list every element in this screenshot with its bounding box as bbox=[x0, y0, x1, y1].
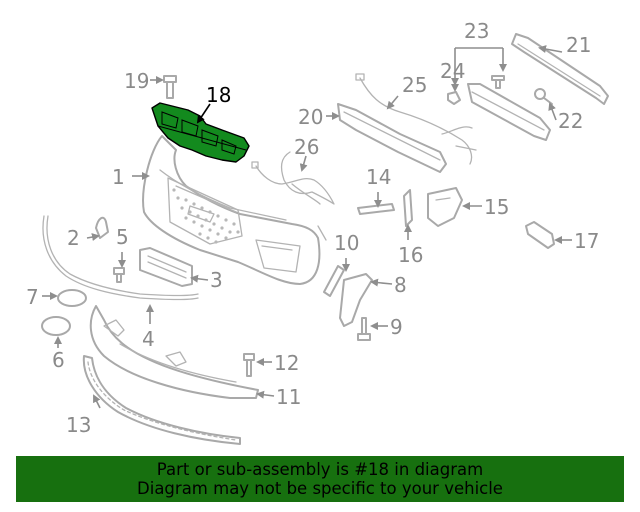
lower-valance-part bbox=[89, 305, 259, 399]
callout-6: 6 bbox=[52, 348, 65, 372]
callout-7: 7 bbox=[26, 285, 39, 309]
lower-strip-part bbox=[82, 355, 241, 445]
grille-frame-part bbox=[467, 83, 551, 141]
callout-18: 18 bbox=[206, 83, 231, 107]
bolt-9-part bbox=[357, 317, 371, 341]
callout-19: 19 bbox=[124, 69, 149, 93]
callout-9: 9 bbox=[390, 315, 403, 339]
callout-16: 16 bbox=[398, 243, 423, 267]
highlighted-bracket-part bbox=[151, 102, 250, 163]
callout-12: 12 bbox=[274, 351, 299, 375]
wire-harness-part bbox=[355, 73, 477, 165]
callout-8: 8 bbox=[394, 273, 407, 297]
emblem-7-part bbox=[57, 289, 87, 307]
chrome-strip-part bbox=[42, 215, 199, 301]
callout-25: 25 bbox=[402, 73, 427, 97]
callout-3: 3 bbox=[210, 268, 223, 292]
clip-24-part bbox=[447, 91, 461, 105]
callout-4: 4 bbox=[142, 327, 155, 351]
bracket-16-part bbox=[403, 189, 413, 227]
bracket-14-part bbox=[357, 203, 395, 215]
banner-line-1: Part or sub-assembly is #18 in diagram bbox=[156, 460, 484, 479]
callout-21: 21 bbox=[566, 33, 591, 57]
support-15-part bbox=[427, 187, 463, 227]
clip-5-part bbox=[113, 267, 125, 283]
liner-8-part bbox=[339, 273, 373, 327]
callout-26: 26 bbox=[294, 135, 319, 159]
callout-1: 1 bbox=[112, 165, 125, 189]
bolt-12-part bbox=[243, 353, 255, 377]
callout-13: 13 bbox=[66, 413, 91, 437]
license-bracket-part bbox=[139, 247, 193, 287]
callout-23: 23 bbox=[464, 19, 489, 43]
callout-20: 20 bbox=[298, 105, 323, 129]
reinforcement-beam-part bbox=[511, 33, 609, 105]
callout-11: 11 bbox=[276, 385, 301, 409]
callout-2: 2 bbox=[67, 226, 80, 250]
bolt-22-part bbox=[534, 88, 553, 105]
banner-line-2: Diagram may not be specific to your vehi… bbox=[137, 479, 503, 498]
callout-22: 22 bbox=[558, 109, 583, 133]
ornament-2-part bbox=[95, 216, 109, 239]
callout-10: 10 bbox=[334, 231, 359, 255]
bolt-19-part bbox=[163, 75, 177, 99]
callout-14: 14 bbox=[366, 165, 391, 189]
leader-lines bbox=[42, 45, 572, 409]
callout-labels: 1 2 3 4 5 6 7 8 9 10 11 12 13 14 15 16 1… bbox=[26, 19, 599, 437]
bracket-17-part bbox=[525, 221, 555, 249]
absorber-part bbox=[337, 103, 447, 173]
emblem-6-part bbox=[41, 316, 71, 336]
callout-5: 5 bbox=[116, 225, 129, 249]
info-banner: Part or sub-assembly is #18 in diagram D… bbox=[16, 456, 624, 502]
parts-diagram: 1 2 3 4 5 6 7 8 9 10 11 12 13 14 15 16 1… bbox=[26, 19, 609, 445]
callout-17: 17 bbox=[574, 229, 599, 253]
bumper-grille-mesh bbox=[172, 188, 240, 244]
callout-15: 15 bbox=[484, 195, 509, 219]
bumper-cover-part bbox=[142, 135, 327, 285]
screw-23-part bbox=[491, 75, 505, 89]
callout-24: 24 bbox=[440, 59, 465, 83]
sensor-harness-part bbox=[251, 151, 335, 205]
bracket-10-part bbox=[323, 265, 345, 297]
